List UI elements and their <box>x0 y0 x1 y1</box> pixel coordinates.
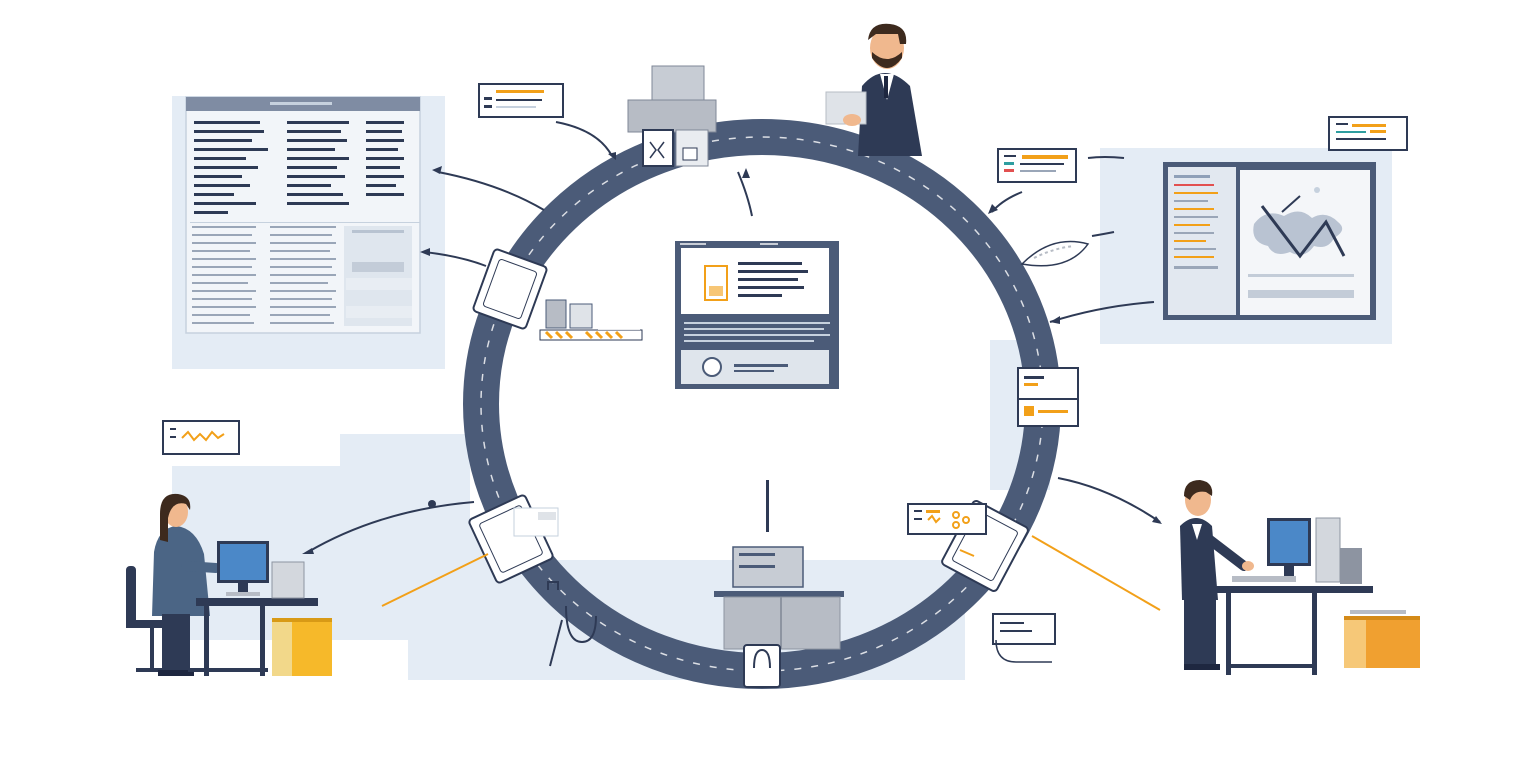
connector-dashboard-to-ring <box>1049 301 1155 323</box>
printer-icon <box>627 65 717 167</box>
connector-arrowheads <box>302 152 1162 554</box>
businessman-holding-document <box>825 23 922 156</box>
connector-doc-to-ring-upper <box>437 171 545 211</box>
computer-workstation-icon <box>1232 517 1362 584</box>
label-card-left <box>162 420 240 455</box>
label-card-bottom <box>992 613 1056 663</box>
clip-icon <box>547 581 597 667</box>
cardboard-box-icon <box>1344 610 1420 668</box>
cardboard-box-icon <box>272 618 332 676</box>
bg-panel-bottom-left <box>172 434 520 680</box>
orange-links <box>381 535 1161 611</box>
monitor-screen-icon <box>675 241 839 389</box>
connector-leaf <box>1091 231 1115 237</box>
label-card-bottom-right <box>907 503 987 535</box>
connector-ring-to-man <box>1057 477 1161 523</box>
ring-card-left-upper <box>472 248 548 330</box>
connector-top-right <box>1087 156 1125 159</box>
label-card-far-right <box>1328 116 1408 151</box>
label-card-top-right <box>997 148 1077 183</box>
label-card-top-left <box>478 83 564 118</box>
cardboard-box-icon <box>539 299 643 341</box>
woman-at-computer <box>126 493 332 676</box>
scanner-icon <box>513 507 559 537</box>
man-at-computer <box>1180 480 1420 675</box>
server-icon <box>714 480 844 688</box>
leaf-tag-icon <box>1020 240 1090 267</box>
connector-printer-to-ring <box>737 171 753 217</box>
document-panel-icon <box>185 96 421 334</box>
chair-icon <box>126 566 178 672</box>
computer-workstation-icon <box>217 541 305 599</box>
ring-card-right-mid <box>1017 367 1079 427</box>
connector-ring-to-woman <box>307 501 475 553</box>
connector-label-to-printer <box>555 121 613 157</box>
map-dashboard-icon <box>1163 162 1376 320</box>
